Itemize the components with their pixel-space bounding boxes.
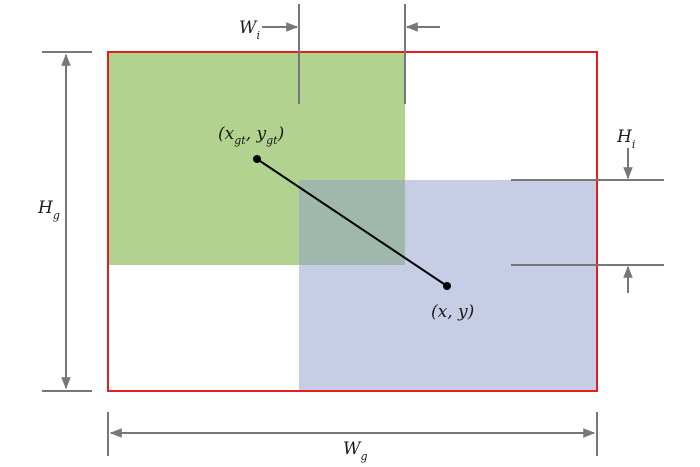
pred-center-point bbox=[443, 282, 451, 290]
enclosing-box bbox=[107, 51, 598, 392]
gt-label-mid: , y bbox=[246, 124, 267, 144]
center-distance-line bbox=[256, 158, 448, 287]
hi-label: Hi bbox=[616, 127, 635, 151]
wi-label: Wi bbox=[239, 18, 260, 42]
gt-label-sub1: gt bbox=[234, 134, 246, 147]
hg-label-sub: g bbox=[53, 209, 60, 222]
hg-label-main: H bbox=[37, 198, 54, 218]
wg-label: Wg bbox=[343, 439, 368, 463]
gt-center-point bbox=[253, 155, 261, 163]
hi-label-sub: i bbox=[632, 138, 636, 151]
wg-label-sub: g bbox=[360, 450, 367, 463]
gt-label-close: ) bbox=[277, 124, 285, 144]
gt-label-sub2: gt bbox=[266, 134, 278, 147]
wi-label-main: W bbox=[239, 18, 258, 38]
pred-center-label: (x, y) bbox=[431, 302, 474, 322]
wg-label-main: W bbox=[343, 439, 362, 459]
hg-label: Hg bbox=[37, 198, 60, 222]
gt-center-label: (xgt, ygt) bbox=[218, 124, 284, 147]
wi-label-sub: i bbox=[256, 29, 260, 42]
gt-label-open: (x bbox=[218, 124, 235, 144]
hi-label-main: H bbox=[616, 127, 633, 147]
